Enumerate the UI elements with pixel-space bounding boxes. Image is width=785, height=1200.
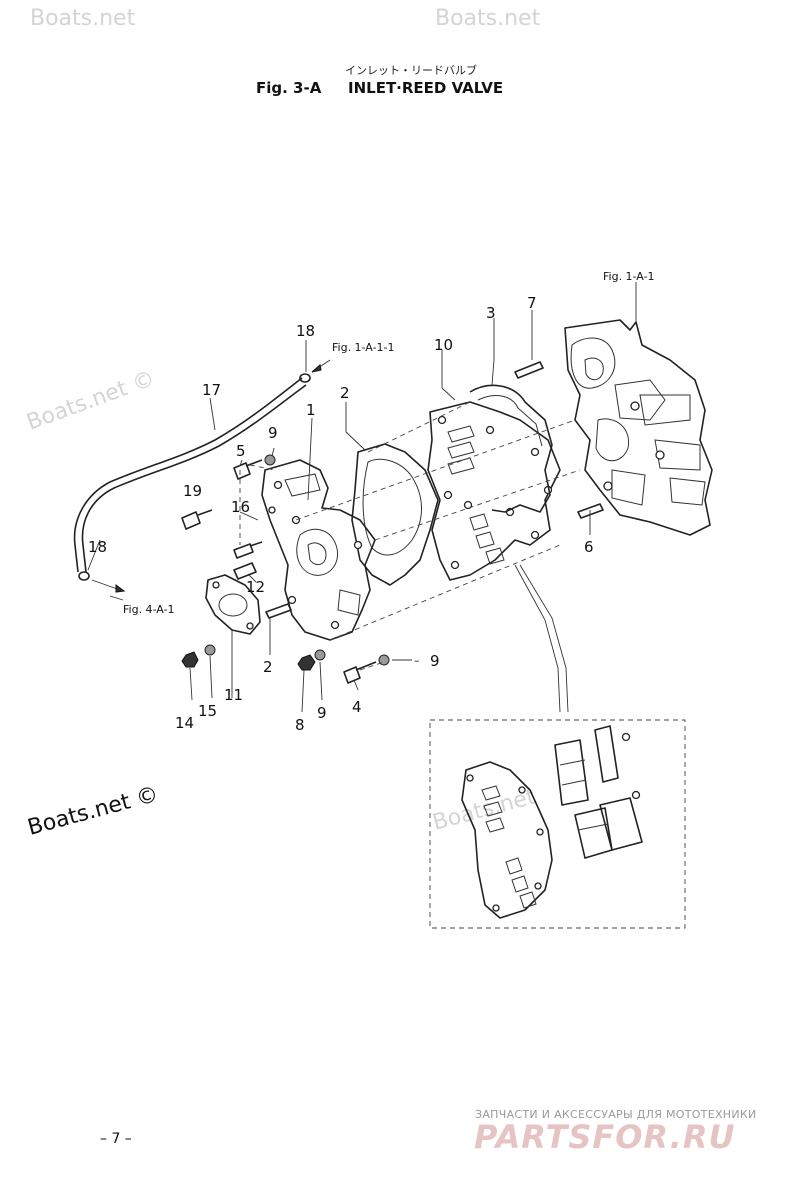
callout-1: 1 [306,401,316,419]
callout-3: 3 [486,304,496,322]
nut-8 [297,654,316,671]
bolt-12 [233,562,257,580]
bolt-19 [181,509,213,530]
nut-14 [181,651,199,668]
bolt-4 [343,661,377,684]
bolt-16 [233,541,263,559]
callout-9-dash: – [414,654,420,667]
callout-12: 12 [246,578,265,596]
inset-reed-plate [461,761,553,919]
ref-hose-bottom: Fig. 4-A-1 [123,603,175,616]
watermark-lower-left: Boats.net © [25,782,161,841]
small-gasket-part [205,574,261,635]
washer-9-top [264,454,276,466]
stud-6 [577,503,604,519]
callout-4: 4 [352,698,362,716]
callout-9-right: 9 [430,652,440,670]
watermark-mid-left: Boats.net © [24,366,159,435]
watermark-top-left: Boats.net [30,6,136,31]
callout-16: 16 [231,498,250,516]
watermark-top-center: Boats.net [435,6,541,31]
callout-9-bottom: 9 [317,704,327,722]
callout-2-gasket: 2 [340,384,350,402]
hose-clip-bottom [78,571,90,581]
callout-8: 8 [295,716,305,734]
page-title: INLET·REED VALVE [348,79,503,97]
inset-detail-box [429,564,686,929]
callout-15: 15 [198,702,217,720]
thin-gasket-part [351,443,439,586]
inset-stoppers [594,725,643,851]
callout-5: 5 [236,442,246,460]
stud-2 [265,603,292,619]
washer-9-mid [314,649,326,661]
inlet-manifold-part [261,459,376,641]
ref-hose-top: Fig. 1-A-1-1 [332,341,395,354]
callout-18-bottom: 18 [88,538,107,556]
callout-17: 17 [202,381,221,399]
inset-reed-petals [554,739,613,859]
shop-tagline: ЗАПЧАСТИ И АКСЕССУАРЫ ДЛЯ МОТОТЕХНИКИ [475,1108,757,1121]
callout-9-top: 9 [268,424,278,442]
stud-7 [514,361,544,379]
crankcase-part [564,319,713,536]
callout-10: 10 [434,336,453,354]
japanese-title: インレット・リードバルブ [345,63,477,77]
callout-6: 6 [584,538,594,556]
callout-14: 14 [175,714,194,732]
callout-19: 19 [183,482,202,500]
reed-valve-plate [427,401,561,581]
callout-7: 7 [527,294,537,312]
gasket-part [469,384,553,513]
bolt-5 [233,459,263,480]
callout-18-top: 18 [296,322,315,340]
washer-15 [204,644,216,656]
hose-part [73,377,307,573]
page-number: – 7 – [100,1131,132,1147]
shop-logo: PARTSFOR.RU [474,1118,735,1156]
assembly-lines [239,401,581,671]
callout-11: 11 [224,686,243,704]
figure-number: Fig. 3-A [256,79,322,97]
hose-clip-top [299,373,311,383]
reference-arrows [91,359,331,593]
callout-leaders [87,282,637,713]
callout-2-stud: 2 [263,658,273,676]
ref-crankcase: Fig. 1-A-1 [603,270,655,283]
